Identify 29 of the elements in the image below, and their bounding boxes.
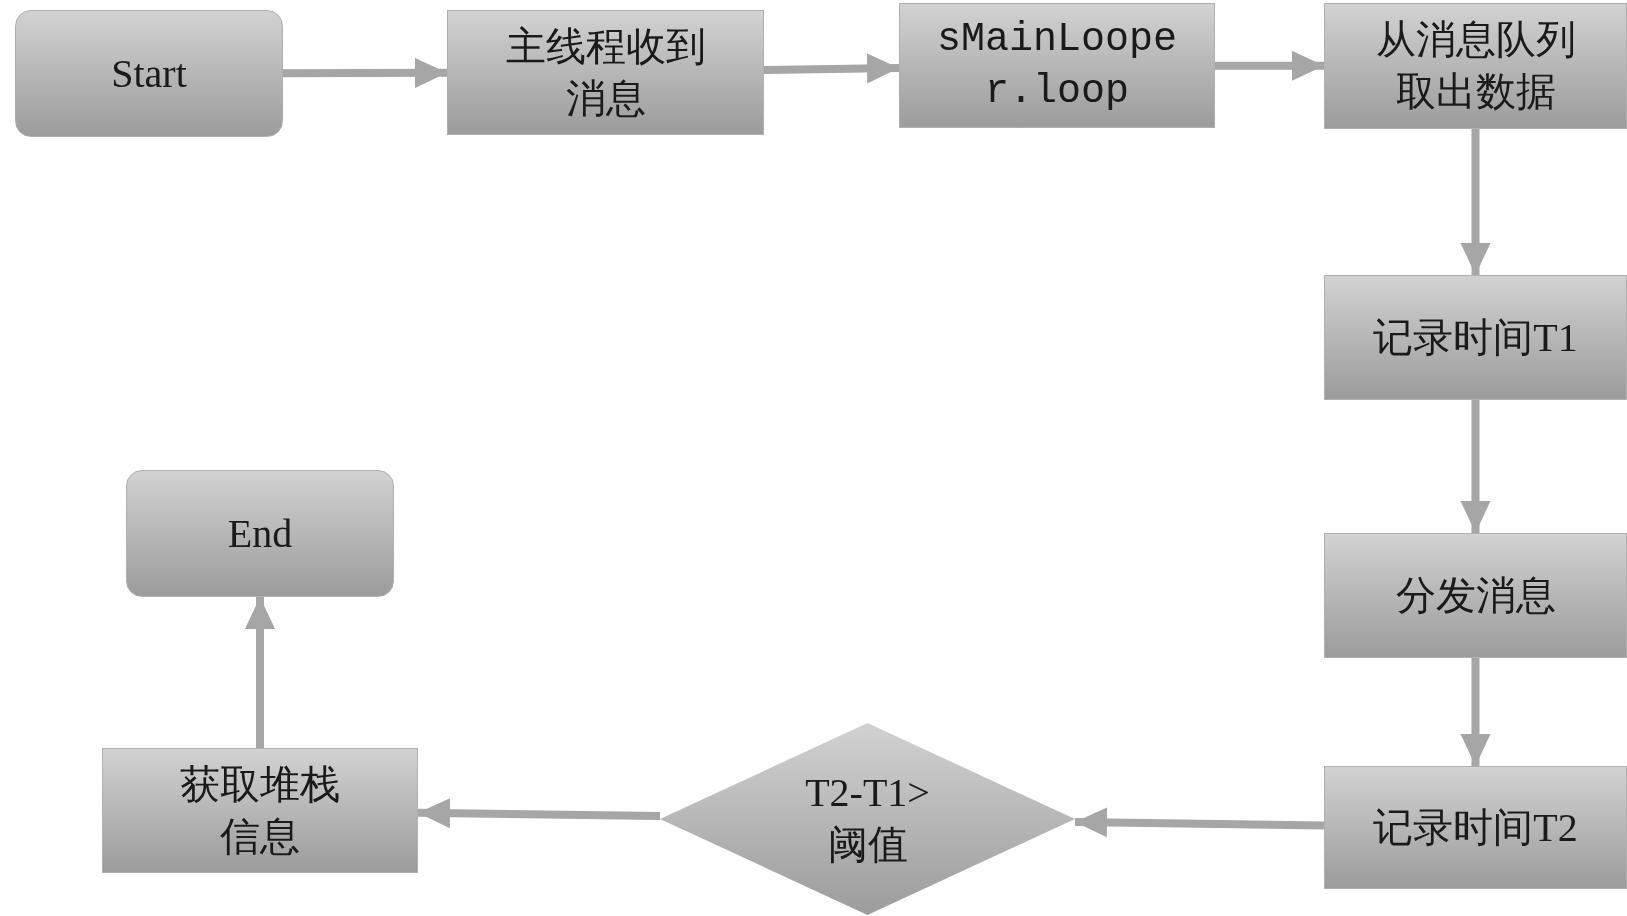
arrow bbox=[283, 57, 447, 88]
process-box bbox=[1324, 533, 1627, 658]
arrow bbox=[245, 597, 275, 748]
node-label: T2-T1>阈值 bbox=[804, 769, 931, 869]
arrow bbox=[1460, 129, 1491, 275]
arrow bbox=[1215, 50, 1324, 81]
process-box bbox=[102, 748, 418, 873]
arrow bbox=[763, 53, 900, 84]
node-label: 从消息队列取出数据 bbox=[1374, 16, 1577, 116]
node-label: sMainLooper.loop bbox=[935, 15, 1178, 116]
node-label: 主线程收到消息 bbox=[504, 22, 707, 123]
node-label: 记录时间T2 bbox=[1373, 803, 1578, 852]
node-label: Start bbox=[111, 49, 187, 98]
arrow bbox=[417, 798, 661, 829]
terminal-box bbox=[126, 470, 394, 597]
arrow bbox=[1074, 807, 1325, 838]
process-box bbox=[1324, 3, 1627, 129]
decision-diamond bbox=[660, 723, 1075, 915]
process-box bbox=[1324, 275, 1627, 400]
arrow bbox=[1460, 400, 1491, 533]
terminal-box bbox=[15, 10, 283, 137]
node-label: 获取堆栈信息 bbox=[179, 760, 341, 861]
node-label: 记录时间T1 bbox=[1373, 313, 1578, 362]
process-box bbox=[447, 10, 764, 135]
node-label: 分发消息 bbox=[1395, 571, 1556, 620]
node-label: End bbox=[227, 509, 293, 558]
arrow bbox=[1460, 658, 1491, 766]
process-box bbox=[1324, 766, 1627, 889]
process-box bbox=[899, 3, 1215, 128]
